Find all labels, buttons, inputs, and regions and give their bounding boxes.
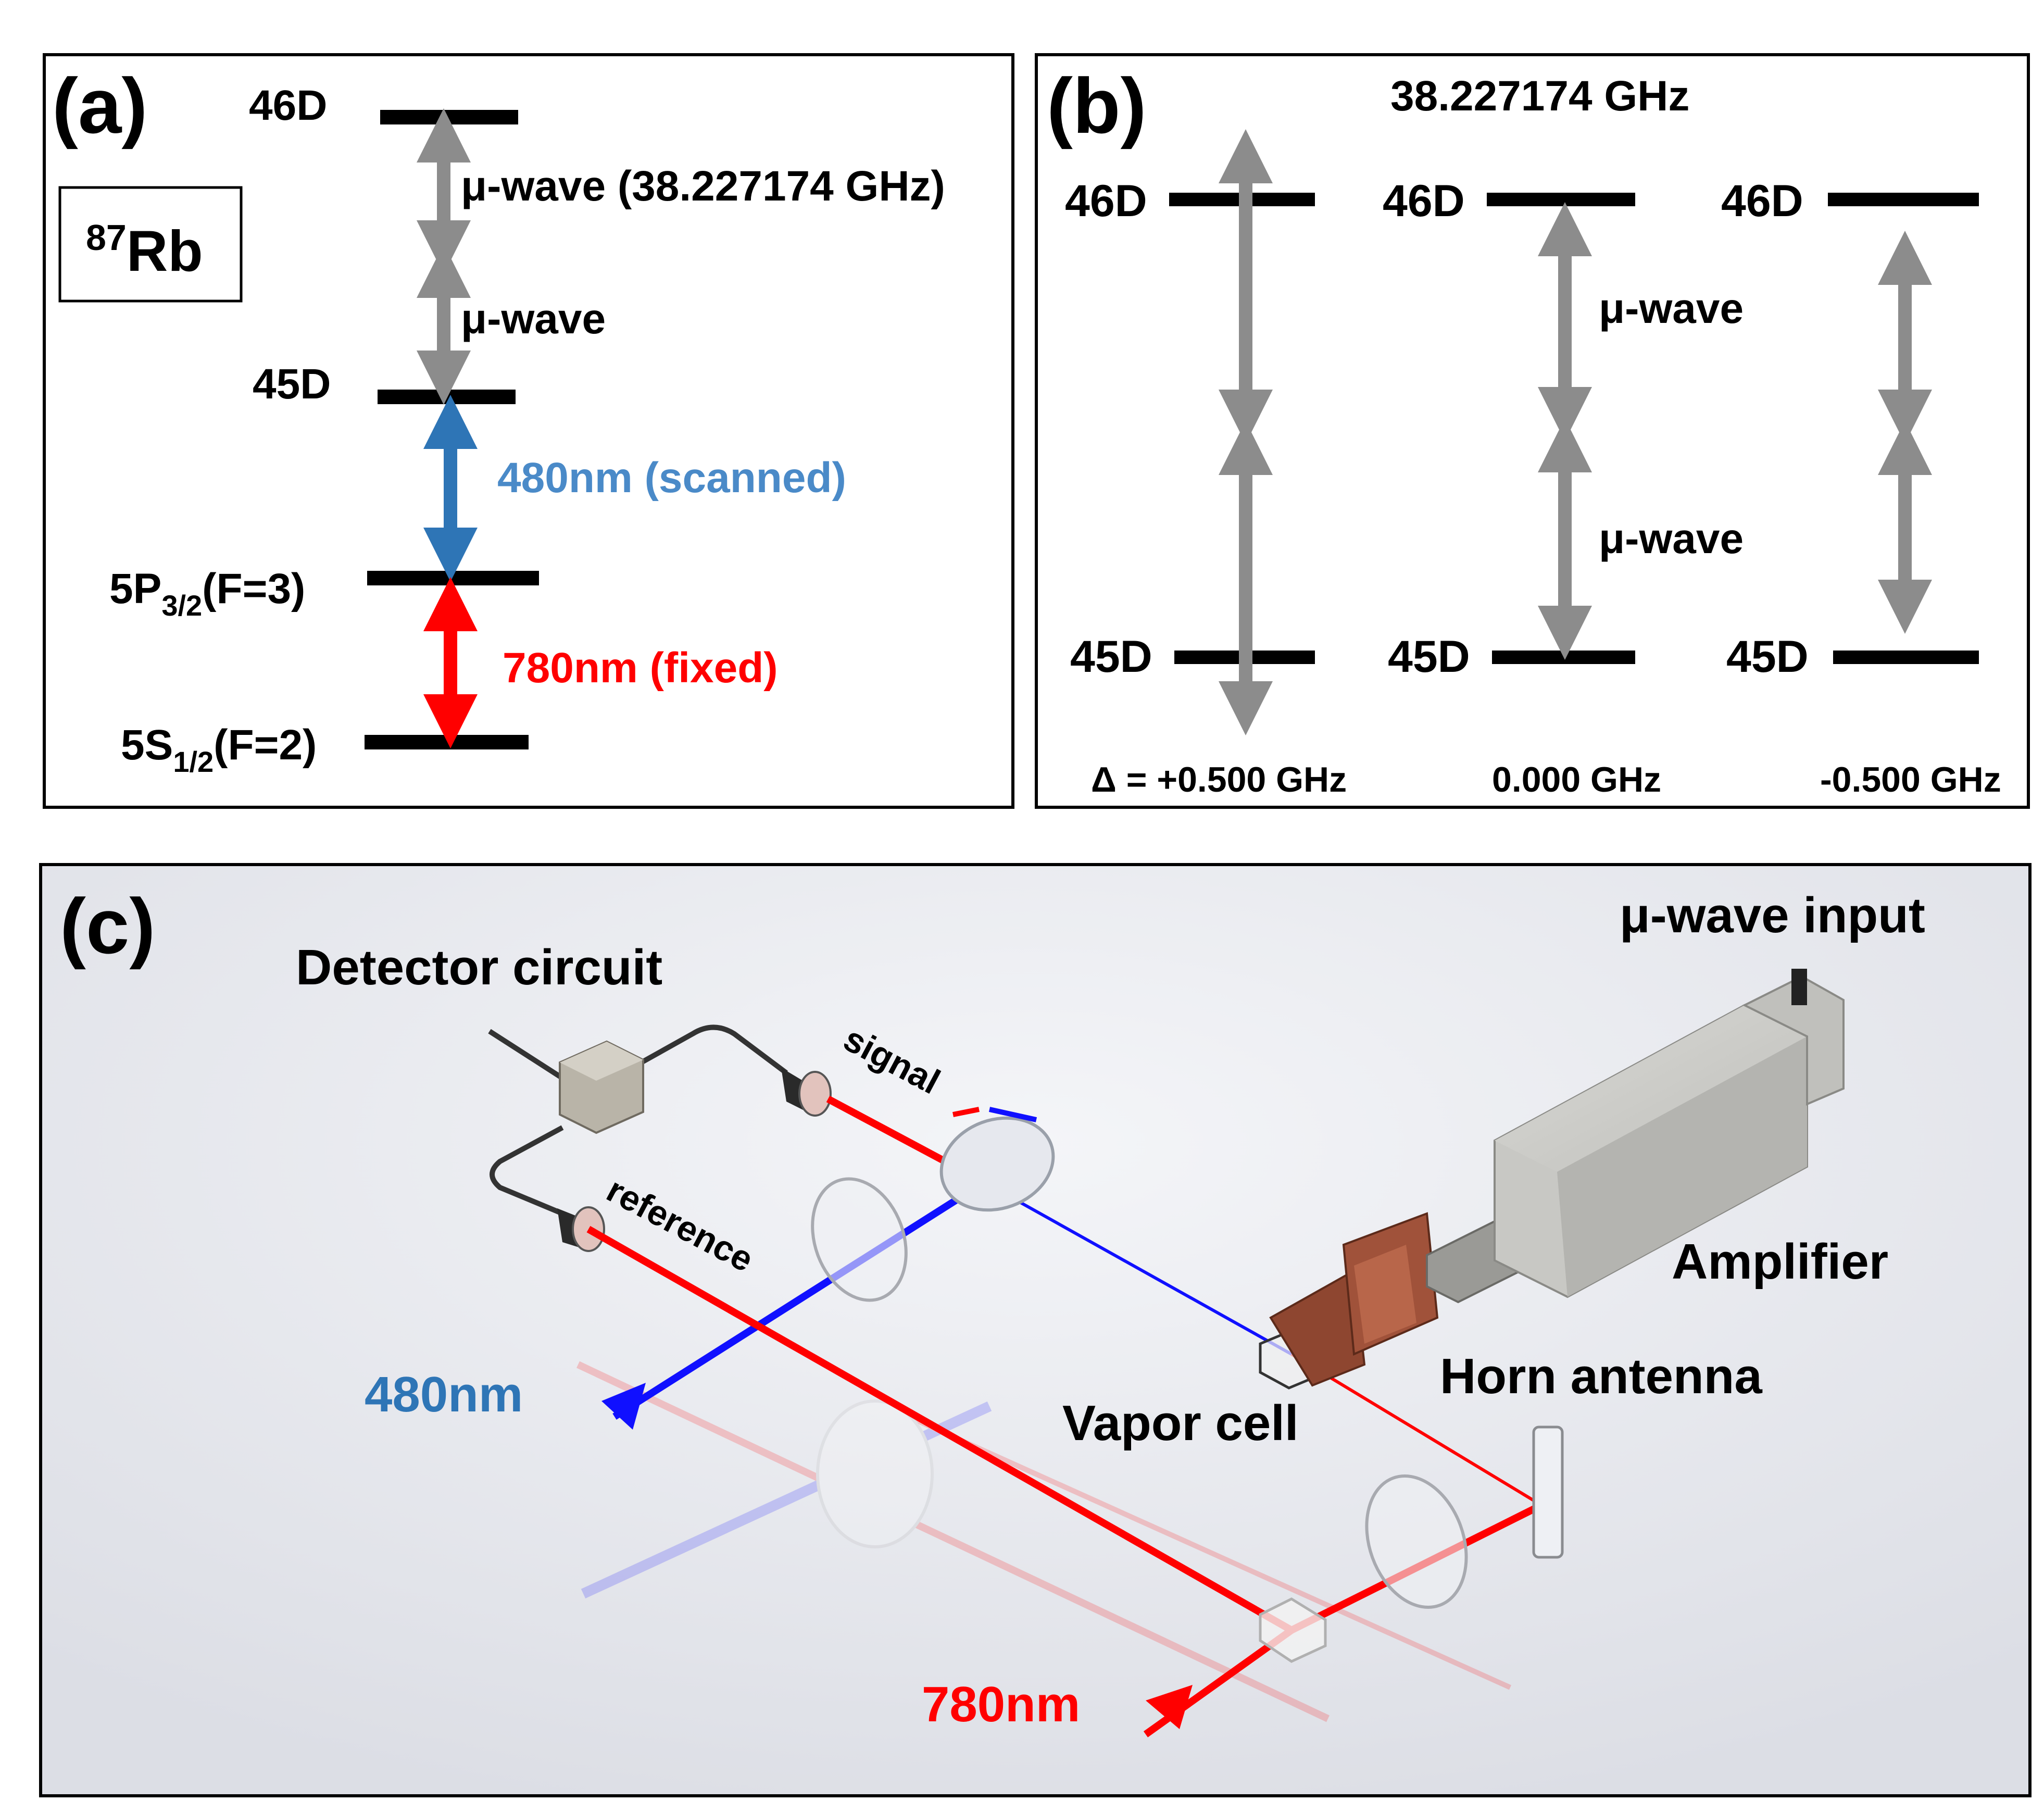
blue-beam-to-cell	[983, 1181, 1293, 1356]
isotope-symbol: Rb	[127, 219, 203, 283]
panel-c-frame	[39, 863, 2032, 1797]
freq-title: 38.227174 GHz	[1390, 72, 1689, 120]
b-mw-label-upper: μ-wave	[1599, 285, 1744, 332]
label-46D: 46D	[249, 82, 327, 129]
panel-b-letter: (b)	[1047, 62, 1147, 149]
b-col3-upper: 46D	[1721, 176, 1803, 226]
b-col1-upper: 46D	[1065, 176, 1147, 226]
lens-blue	[811, 1177, 908, 1302]
red-beam-cell-mirror	[1290, 1353, 1543, 1507]
b-col2-detuning: 0.000 GHz	[1492, 760, 1661, 799]
label-5S-sub: 1/2	[173, 745, 214, 778]
lens-red	[1365, 1474, 1468, 1609]
optics	[601, 1107, 1564, 1729]
panel-c: (c)	[39, 863, 2032, 1797]
panel-a-frame	[43, 53, 1014, 809]
label-480nm: 480nm	[365, 1367, 523, 1422]
mw-label-2: μ-wave	[461, 295, 606, 343]
detector-circuit	[488, 1024, 832, 1252]
b-col2-upper: 46D	[1383, 176, 1465, 226]
label-45D: 45D	[253, 360, 331, 408]
dichroic-mirror	[939, 1116, 1055, 1212]
label-amplifier: Amplifier	[1672, 1234, 1888, 1290]
reference-red-beam	[586, 1225, 1294, 1634]
label-detector: Detector circuit	[296, 940, 662, 995]
label-vapor: Vapor cell	[1062, 1395, 1299, 1451]
label-5P-tail: (F=3)	[202, 565, 305, 612]
label-780nm: 780nm	[922, 1677, 1080, 1732]
panel-a-letter: (a)	[52, 62, 147, 149]
isotope-label: 87Rb	[86, 217, 203, 283]
panel-c-letter: (c)	[60, 882, 155, 970]
b-col2-lower: 45D	[1388, 632, 1470, 682]
red-label-780: 780nm (fixed)	[503, 644, 778, 692]
panel-a: (a) 87Rb 46D 45D 5P3/2(F=3) 5S1/2(F=2) μ…	[43, 53, 1014, 809]
panel-b-frame	[1035, 53, 2030, 809]
isotope-box	[58, 186, 243, 303]
label-5P: 5P3/2(F=3)	[109, 565, 305, 622]
mirror-right	[1532, 1425, 1564, 1559]
red-input-head	[1146, 1685, 1193, 1729]
blue-input-head	[601, 1383, 646, 1430]
blue-beam-main	[612, 1179, 986, 1420]
b-col3-detuning: -0.500 GHz	[1820, 760, 2001, 799]
isotope-mass: 87	[86, 217, 127, 258]
amplifier	[1426, 969, 1845, 1304]
label-5S-main: 5S	[121, 721, 173, 769]
mw-label-1: μ-wave (38.227174 GHz)	[461, 162, 945, 210]
label-5P-sub: 3/2	[161, 589, 202, 622]
beam-splitter	[1259, 1597, 1327, 1663]
label-5S: 5S1/2(F=2)	[121, 721, 317, 778]
b-col3-lower: 45D	[1726, 632, 1809, 682]
b-col1-lower: 45D	[1070, 632, 1152, 682]
label-5P-main: 5P	[109, 565, 161, 612]
blue-label-480: 480nm (scanned)	[497, 454, 846, 502]
label-mw-input: μ-wave input	[1620, 887, 1925, 943]
floor-reflections	[576, 1361, 1512, 1722]
horn-antenna	[1269, 1212, 1439, 1387]
mw-input-connector	[1791, 969, 1807, 1005]
label-horn: Horn antenna	[1440, 1348, 1762, 1404]
b-mw-label-lower: μ-wave	[1599, 515, 1744, 562]
b-col1-detuning: Δ = +0.500 GHz	[1091, 760, 1347, 799]
panel-b: (b) 38.227174 GHz 46D 45D Δ = +0.500 GHz…	[1035, 53, 2030, 809]
label-5S-tail: (F=2)	[214, 721, 317, 769]
